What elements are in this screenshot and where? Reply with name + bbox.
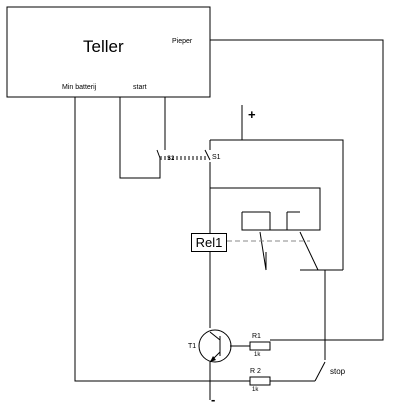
teller-label: Teller [83, 37, 124, 56]
r1-body [249, 341, 271, 351]
r1-value: 1k [254, 352, 261, 358]
stop-switch [314, 361, 326, 382]
relay-loop [210, 187, 321, 231]
t1-collector [209, 331, 221, 341]
minus-label: - [211, 392, 216, 407]
r2-body [249, 376, 271, 386]
s1-blade [204, 149, 211, 161]
t1-body [198, 329, 232, 363]
s2-blade [156, 149, 161, 159]
plus-label: + [248, 107, 256, 122]
pieper-wire [210, 39, 384, 341]
t1-arrow [210, 356, 216, 362]
r2-value: 1k [252, 387, 259, 393]
min-batterij-label: Min batterij [62, 84, 97, 91]
r1-label: R1 [252, 333, 261, 340]
s2-label: S2 [167, 156, 175, 162]
start-wire [119, 97, 161, 179]
s1-label: S1 [212, 154, 221, 161]
relay-box: Rel1 [191, 233, 227, 252]
pieper-label: Pieper [172, 38, 193, 45]
relay-label: Rel1 [195, 235, 223, 250]
t1-label: T1 [188, 343, 197, 350]
min-batterij-wire [74, 97, 205, 382]
relay-switch-1 [259, 231, 267, 271]
teller-box [6, 6, 211, 98]
relay-switch-2 [299, 231, 319, 271]
r2-label: R 2 [250, 368, 261, 375]
top-rail [210, 139, 344, 270]
stop-label: stop [330, 367, 346, 376]
start-label: start [133, 84, 147, 91]
